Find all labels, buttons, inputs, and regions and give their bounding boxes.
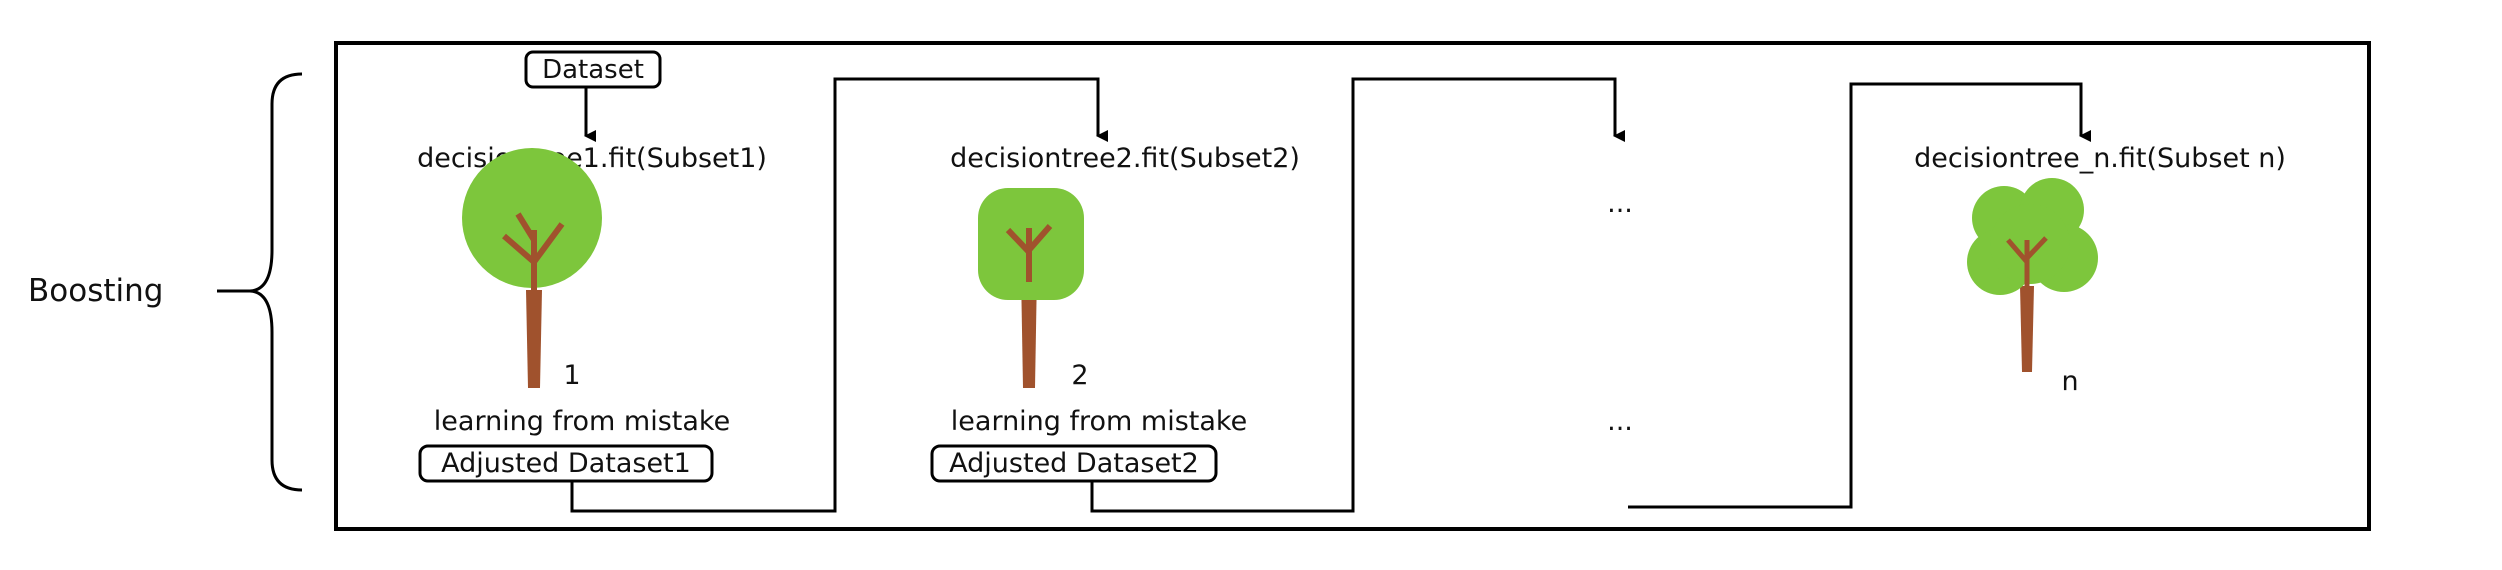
connector-ellipsis-to-n xyxy=(1628,82,2091,509)
learning-label: learning from mistake xyxy=(951,406,1247,437)
stage-ellipsis: ... ... xyxy=(1607,188,1633,437)
learning-label: learning from mistake xyxy=(434,406,730,437)
fit-label: decisiontree2.fit(Subset2) xyxy=(950,143,1300,174)
stage-1: decisiontree1.fit(Subset1) 1 learning fr… xyxy=(417,143,767,483)
tree-n-icon xyxy=(1967,178,2098,372)
tree-number: 1 xyxy=(563,360,580,391)
adjusted-dataset-box xyxy=(418,444,714,483)
tree-2-icon xyxy=(978,188,1084,388)
tree-1-icon xyxy=(462,148,602,388)
connector-1-to-2 xyxy=(570,77,1108,513)
dataset-box xyxy=(524,50,662,89)
boosting-frame xyxy=(334,41,2371,531)
tree-number: n xyxy=(2061,366,2078,397)
adjusted-dataset-box xyxy=(930,444,1218,483)
adjusted-dataset-label: Adjusted Dataset1 xyxy=(441,448,691,479)
tree-number: 2 xyxy=(1071,360,1088,391)
ellipsis-bottom: ... xyxy=(1607,406,1633,437)
stage-n: decisiontree_n.fit(Subset n) n xyxy=(1914,143,2286,397)
stage-2: decisiontree2.fit(Subset2) 2 learning fr… xyxy=(930,143,1300,483)
adjusted-dataset-label: Adjusted Dataset2 xyxy=(949,448,1199,479)
fit-label: decisiontree_n.fit(Subset n) xyxy=(1914,143,2286,174)
ellipsis-top: ... xyxy=(1607,188,1633,219)
fit-label: decisiontree1.fit(Subset1) xyxy=(417,143,767,174)
curly-brace xyxy=(249,72,303,492)
boosting-label: Boosting xyxy=(28,273,163,309)
dataset-label: Dataset xyxy=(542,55,644,85)
connector-2-to-ellipsis xyxy=(1090,77,1625,513)
